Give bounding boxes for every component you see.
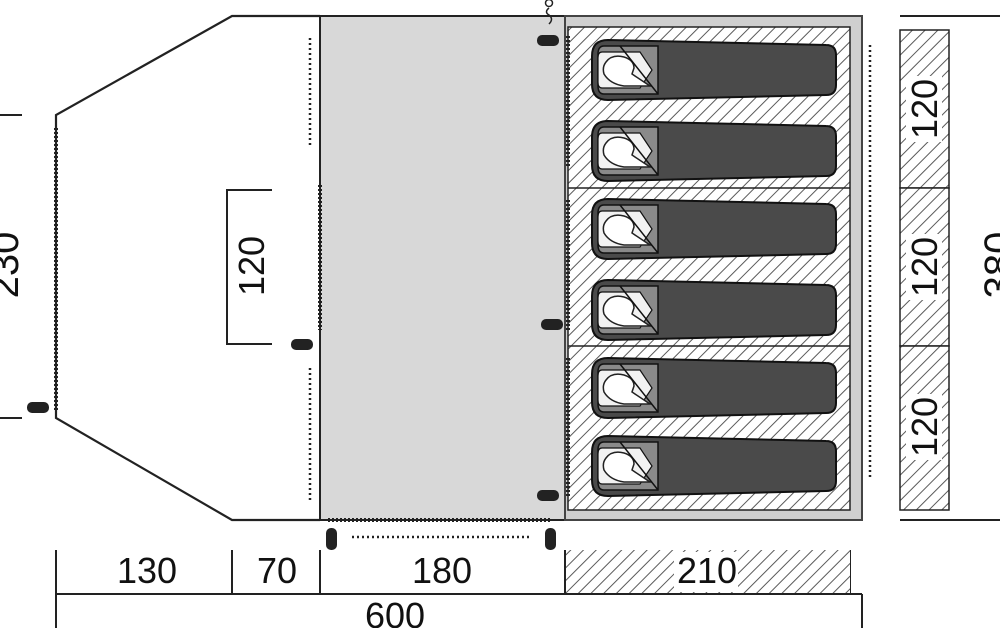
entrance-width-label: 70 [257, 550, 297, 591]
sleeping-bag-fold [619, 204, 659, 254]
living-area [319, 15, 566, 521]
sleeping-bag-fold [619, 363, 659, 413]
room-middle-label: 120 [904, 237, 945, 297]
sleeping-bag [591, 119, 837, 183]
pole-markers [27, 35, 563, 550]
bedroom-height-label: 380 [977, 232, 1000, 299]
porch-outline [54, 14, 320, 522]
sleeping-bag [591, 356, 837, 420]
pole-marker [291, 339, 313, 350]
bedroom-width-label: 210 [677, 550, 737, 591]
pole-marker [326, 528, 337, 550]
sleeper-head [602, 295, 653, 327]
total-width-label: 600 [365, 595, 425, 628]
pole-marker [537, 490, 559, 501]
sleeper-head [602, 136, 653, 168]
pole-marker [27, 402, 49, 413]
sleeper-head [602, 373, 653, 405]
porch-height-label: 230 [0, 232, 27, 299]
room-top-label: 120 [904, 79, 945, 139]
door-bracket [226, 189, 272, 345]
living-width-label: 180 [412, 550, 472, 591]
sleeper-head [602, 214, 653, 246]
pole-marker [537, 35, 559, 46]
porch-width-label: 130 [117, 550, 177, 591]
sleeping-bag-fold [619, 285, 659, 335]
door-height-label: 120 [231, 236, 272, 296]
guy-hook [544, 0, 554, 25]
sleeping-bag [591, 434, 837, 498]
sleeping-bag [591, 197, 837, 261]
pole-marker [545, 528, 556, 550]
sleeper-head [602, 55, 653, 87]
sleeper-head [602, 451, 653, 483]
sleeping-bag [591, 278, 837, 342]
sleeping-bag-fold [619, 45, 659, 95]
room-bottom-label: 120 [904, 397, 945, 457]
pole-marker [541, 319, 563, 330]
sleeping-bags [591, 38, 837, 498]
sleeping-bag [591, 38, 837, 102]
sleeping-bag-fold [619, 441, 659, 491]
sleeping-bag-fold [619, 126, 659, 176]
inner-tent [567, 26, 851, 511]
